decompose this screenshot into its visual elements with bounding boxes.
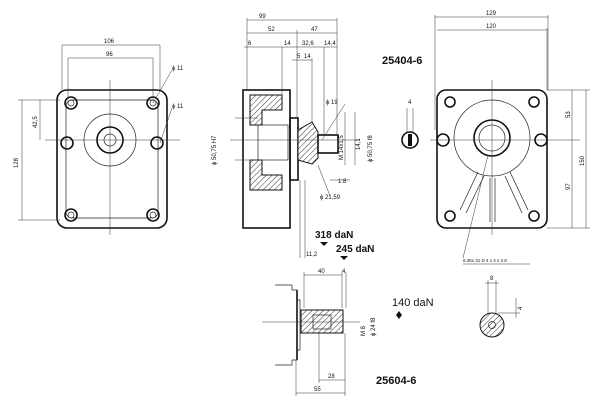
dim-19: ϕ 19 <box>326 100 338 106</box>
dim-key-4: 4 <box>408 100 412 106</box>
bolt-holes <box>60 96 164 222</box>
load-arrow-icon <box>320 242 328 246</box>
dim-taper: ϕ 21,59 <box>320 195 341 201</box>
dim-120: 120 <box>486 24 497 30</box>
loads: 318 daN 245 daN 140 daN <box>315 230 434 319</box>
load-arrow-icon <box>396 311 402 319</box>
rear-view: 129 120 53 150 97 6.35x 31 D 4 x 4 x 3 8 <box>430 11 590 265</box>
dim-42-5: 42,5 <box>33 116 39 128</box>
dim-11-2: 11,2 <box>306 252 318 258</box>
dim-14: 14 <box>284 41 291 47</box>
part-number-bottom: 25604-6 <box>376 375 416 387</box>
load-318: 318 daN <box>315 230 353 241</box>
dim-m8: M 8 <box>361 325 367 336</box>
dim-bore: ϕ 50,75 H7 <box>212 135 218 165</box>
dim-106: 106 <box>104 39 115 45</box>
key-section-detail: 4 <box>401 100 419 149</box>
load-arrow-icon <box>340 256 348 260</box>
dim-40: 40 <box>318 269 325 275</box>
spline-note: 6.35x 31 D 4 x 4 x 3 8 <box>463 258 507 263</box>
load-245: 245 daN <box>336 244 374 255</box>
dim-28: 28 <box>328 374 335 380</box>
dim-hole-side: ϕ 11 <box>172 104 184 110</box>
front-view: 106 96 ϕ 11 ϕ 11 128 42,5 <box>14 39 184 235</box>
dim-4: 4 <box>342 269 346 275</box>
dim-129: 129 <box>486 11 497 17</box>
dim-97: 97 <box>566 183 572 190</box>
dim-47: 47 <box>311 27 318 33</box>
dim-32-6: 32,6 <box>302 41 314 47</box>
dim-dia-24: ϕ 24 f8 <box>371 317 377 336</box>
dim-6: 6 <box>248 41 252 47</box>
dim-52: 52 <box>268 27 275 33</box>
dim-pilot: ϕ 50,75 f8 <box>368 135 374 162</box>
dim-96: 96 <box>106 52 113 58</box>
load-140: 140 daN <box>392 297 434 309</box>
dim-key: 14,1 <box>356 138 362 150</box>
dim-150: 150 <box>580 155 586 166</box>
dim-53: 53 <box>566 111 572 118</box>
part-number-top: 25404-6 <box>382 55 422 67</box>
side-view: 99 52 47 6 14 32,6 14,4 5 14 ϕ 50,75 H7 … <box>212 14 374 258</box>
dim-128: 128 <box>14 157 20 168</box>
dim-key-8: 8 <box>490 276 494 282</box>
dim-angle: 1:8 <box>338 179 347 185</box>
dim-thread: M 14x1,5 <box>339 135 345 160</box>
bottom-key-section: 8 4 <box>479 276 524 338</box>
dim-key-4b: 4 <box>518 306 524 310</box>
dim-55: 55 <box>314 387 321 393</box>
dim-hole-top: ϕ 11 <box>172 66 184 72</box>
dim-99: 99 <box>259 14 266 20</box>
dim-14-4: 14,4 <box>324 41 336 47</box>
bottom-shaft-view: 40 4 M 8 ϕ 24 f8 28 55 <box>262 269 377 396</box>
dim-14b: 14 <box>304 54 311 60</box>
dim-5: 5 <box>297 54 301 60</box>
